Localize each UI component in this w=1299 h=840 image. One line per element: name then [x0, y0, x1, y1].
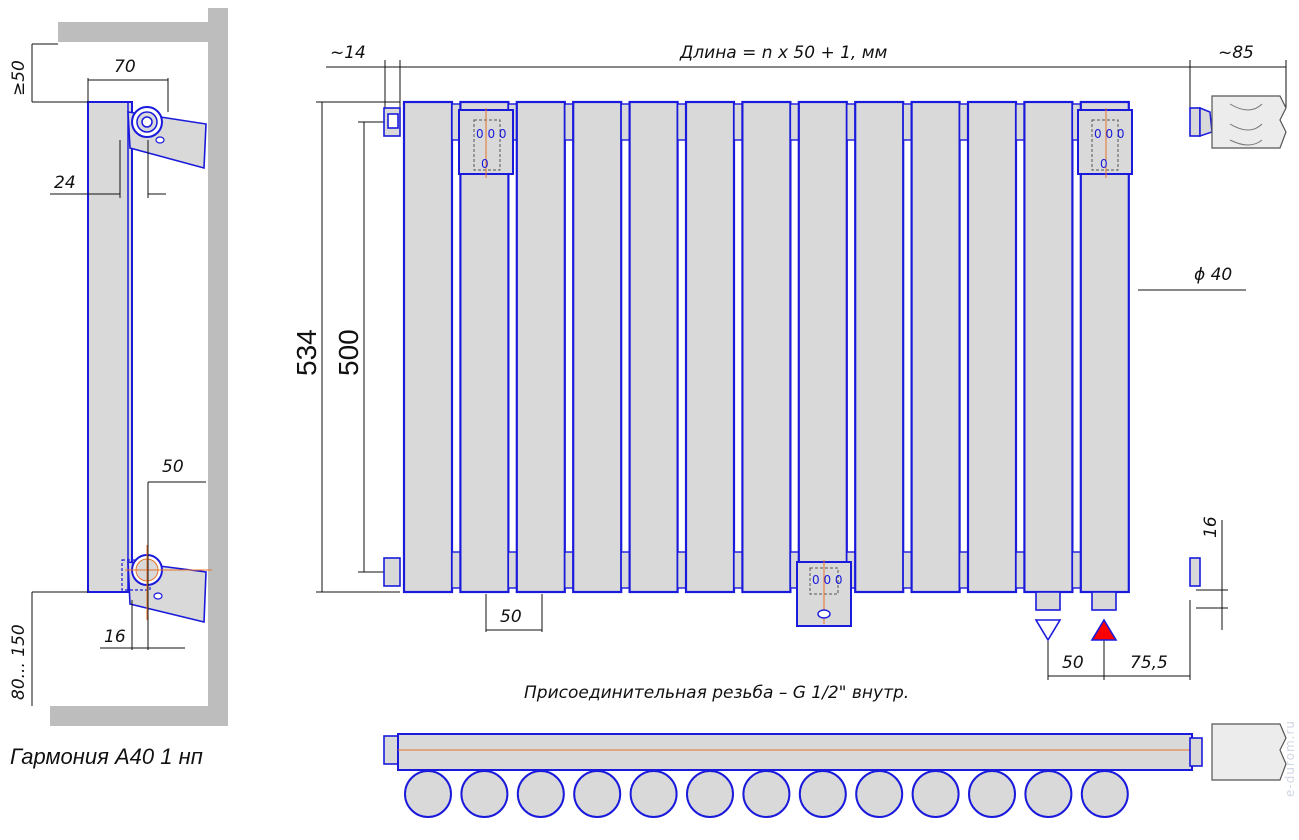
section-tube [460, 770, 509, 818]
radiator-section [741, 100, 792, 594]
section-collector [733, 103, 744, 141]
bottom-mount: 0 0 0 [796, 560, 852, 627]
section-tube [1080, 770, 1129, 818]
section-tube [629, 770, 678, 818]
top-bracket [127, 106, 207, 170]
section-collector [733, 551, 744, 589]
section-collector [789, 103, 800, 141]
section-tube [516, 770, 565, 818]
thermostat-head [1199, 95, 1287, 149]
dim-pipe-offset: 75,5 [1130, 653, 1168, 673]
dim-height-500: 500 [333, 329, 364, 376]
dim-height-534: 534 [291, 329, 322, 376]
top-tubes [404, 770, 1129, 818]
thread-note: Присоединительная резьба – G 1/2" внутр. [524, 683, 909, 703]
radiator-section [966, 100, 1018, 594]
radiator-section [1079, 100, 1130, 594]
front-sections [402, 100, 1130, 594]
section-collector [620, 103, 631, 141]
dim-left-offset: ~14 [330, 43, 366, 63]
section-collector [451, 551, 462, 589]
front-view: ~14 Длина = n x 50 + 1, мм ~85 534 500 ϕ… [291, 43, 1287, 680]
radiator-section [854, 100, 905, 594]
dim-side-50: 50 [162, 457, 184, 477]
side-panel [87, 101, 133, 593]
svg-text:0: 0 [1100, 157, 1108, 171]
section-collector [1015, 551, 1026, 589]
section-tube [742, 770, 791, 818]
radiator-section [572, 100, 623, 594]
dim-70: 70 [114, 57, 136, 77]
section-tube [911, 770, 960, 818]
radiator-section [515, 100, 566, 594]
side-view: 70 ≥50 24 50 16 80... 150 [9, 8, 228, 726]
radiator-section [1023, 100, 1074, 594]
dim-diameter: ϕ 40 [1194, 265, 1232, 285]
radiator-section [459, 100, 510, 594]
top-mount-left: 0 0 0 0 [458, 108, 514, 178]
section-collector [507, 551, 518, 589]
dim-pipe-50: 50 [1062, 653, 1084, 673]
dim-top-gap: 16 [1201, 516, 1221, 538]
section-tube [968, 770, 1016, 818]
section-tube [798, 770, 847, 818]
svg-text:0 0 0: 0 0 0 [1094, 127, 1125, 141]
dim-16: 16 [104, 627, 126, 647]
section-collector [676, 103, 687, 141]
pipe-supply [1090, 591, 1118, 641]
radiator-section [402, 100, 454, 594]
radiator-section [910, 100, 961, 594]
pipe-return [1034, 591, 1062, 642]
svg-text:0 0 0: 0 0 0 [476, 127, 507, 141]
dim-right-offset: ~85 [1218, 43, 1254, 63]
section-collector [958, 103, 969, 141]
section-collector [1071, 551, 1082, 589]
left-plugs [383, 107, 1201, 587]
radiator-section [797, 100, 848, 594]
radiator-section [684, 100, 736, 594]
dim-wall-gap: ≥50 [9, 60, 29, 96]
section-tube [855, 770, 904, 818]
section-tube [573, 770, 622, 818]
section-collector [846, 103, 856, 141]
dim-24: 24 [54, 173, 76, 193]
section-collector [564, 103, 574, 141]
top-view [383, 723, 1287, 818]
dim-floor-gap: 80... 150 [9, 624, 29, 700]
section-tube [1024, 770, 1073, 818]
dim-length-formula: Длина = n x 50 + 1, мм [679, 43, 888, 63]
wall [50, 8, 228, 726]
product-title: Гармония А40 1 нп [10, 744, 203, 769]
watermark: e-durom.ru [1283, 720, 1297, 797]
radiator-section [628, 100, 679, 594]
svg-text:0 0 0: 0 0 0 [812, 573, 843, 587]
top-mount-right: 0 0 0 0 [1077, 108, 1133, 178]
section-collector [620, 551, 631, 589]
section-collector [564, 551, 574, 589]
section-collector [902, 103, 913, 141]
section-tube [404, 770, 452, 818]
section-collector [676, 551, 687, 589]
section-tube [686, 770, 734, 818]
dim-bottom-50: 50 [500, 607, 522, 627]
bottom-bracket [121, 545, 212, 624]
svg-text:0: 0 [481, 157, 489, 171]
section-collector [902, 551, 913, 589]
section-collector [958, 551, 969, 589]
section-collector [1015, 103, 1026, 141]
